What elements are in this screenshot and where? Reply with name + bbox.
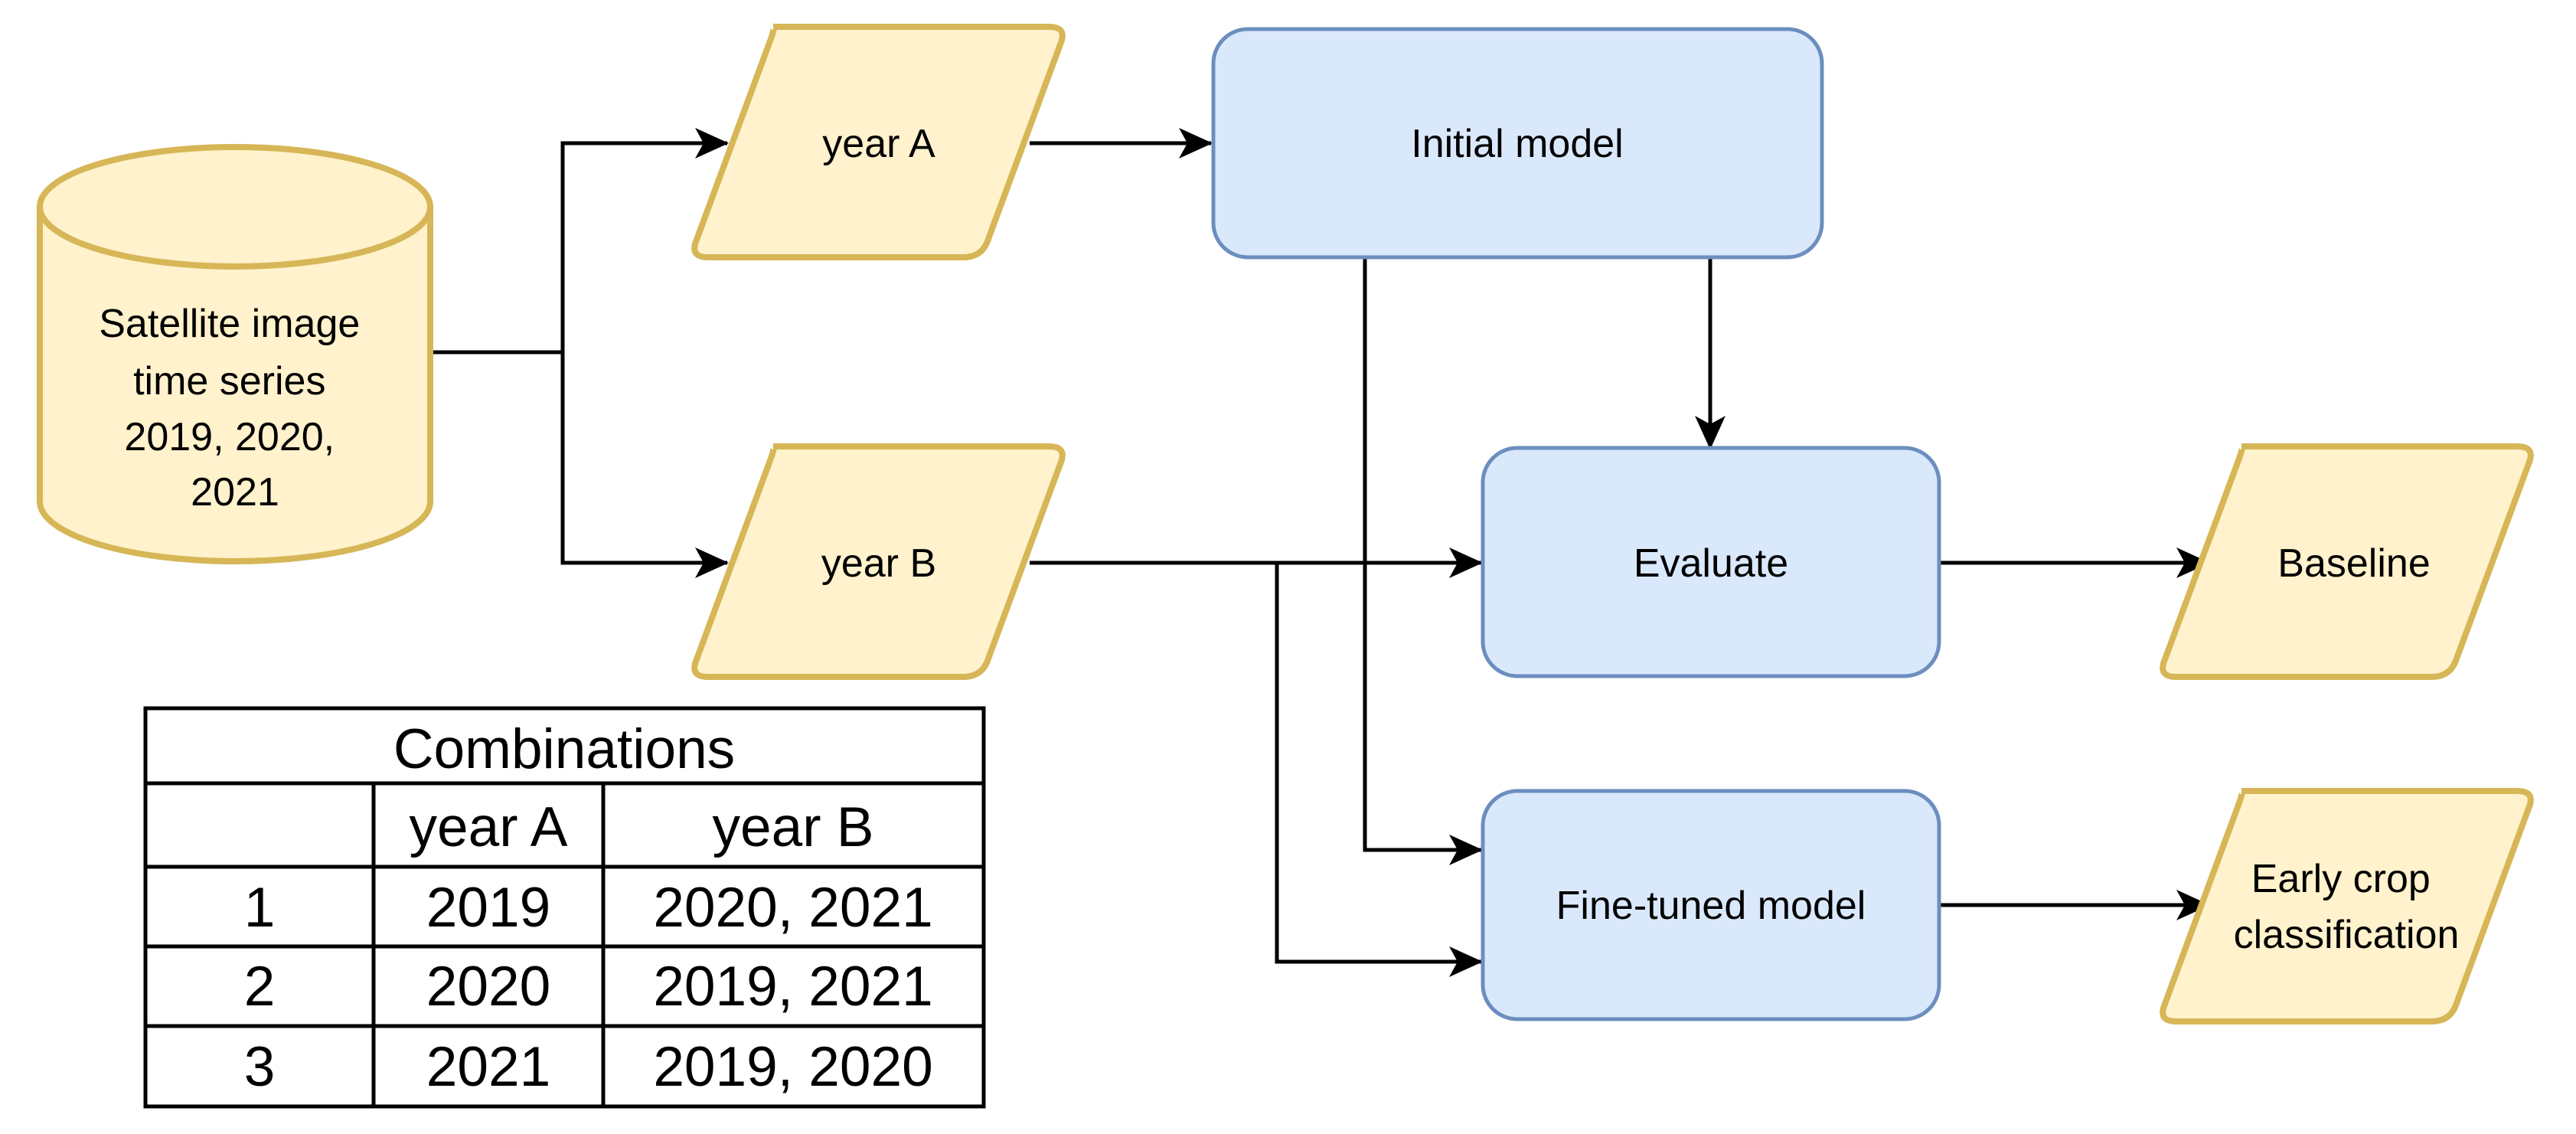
database-label-line-4: 2021: [191, 470, 279, 515]
combinations-table: Combinations year A year B 1 2019 2020, …: [143, 706, 986, 1109]
database-cylinder-top: [37, 144, 433, 270]
database-label-line-1: Satellite image: [99, 302, 360, 346]
early-crop-label-line-2: classification: [2234, 913, 2460, 957]
evaluate-label: Evaluate: [1634, 541, 1788, 586]
initial-model-node: Initial model: [1211, 27, 1824, 260]
year-b-label: year B: [821, 541, 936, 586]
database-label-line-2: time series: [133, 359, 325, 404]
initial-model-box: [1211, 27, 1824, 260]
baseline-node: Baseline: [2160, 443, 2534, 680]
table-cell: 2020, 2021: [653, 877, 932, 939]
edge-initial-model-fine-tuned: [1363, 259, 1483, 865]
table-cell: 2019, 2020: [653, 1036, 932, 1098]
table-cell: 2: [244, 956, 276, 1018]
satellite-database-node: Satellite image time series 2019, 2020, …: [37, 144, 433, 564]
evaluate-node: Evaluate: [1481, 446, 1941, 678]
edge-to-year-b: [560, 352, 729, 578]
table-border: [143, 706, 986, 1109]
svg-text:Early crop classificatio: Early crop classification: [2234, 857, 2460, 957]
fine-tuned-model-node: Fine-tuned model: [1481, 789, 1941, 1021]
table-cell: 1: [244, 877, 276, 939]
baseline-label: Baseline: [2277, 541, 2430, 586]
edge-to-year-a: [560, 128, 729, 352]
evaluate-box: [1481, 446, 1941, 678]
table-title: Combinations: [393, 718, 735, 780]
year-b-shape: [691, 443, 1066, 680]
table-cell: 2019, 2021: [653, 956, 932, 1018]
table-header-year-a: year A: [410, 796, 568, 858]
year-b-node: year B: [691, 443, 1066, 680]
early-crop-shape: [2160, 788, 2534, 1025]
edges: [430, 128, 2210, 977]
initial-model-label: Initial model: [1411, 122, 1623, 166]
fine-tuned-model-box: [1481, 789, 1941, 1021]
table-header-year-b: year B: [713, 796, 874, 858]
baseline-shape: [2160, 443, 2534, 680]
table-cell: 2021: [426, 1036, 550, 1098]
database-cylinder-body: [37, 207, 433, 564]
table-cell: 3: [244, 1036, 276, 1098]
year-a-shape: [691, 24, 1066, 260]
svg-text:Satellite image time ser: Satellite image time series 2019, 2020, …: [99, 302, 371, 515]
year-a-node: year A: [691, 24, 1066, 260]
year-a-label: year A: [822, 122, 935, 166]
edge-year-b-fine-tuned: [1275, 563, 1483, 977]
table-cell: 2019: [426, 877, 550, 939]
database-label-line-3: 2019, 2020,: [124, 415, 335, 459]
early-crop-label-line-1: Early crop: [2251, 857, 2431, 901]
fine-tuned-model-label: Fine-tuned model: [1556, 884, 1866, 928]
early-crop-node: Early crop classification: [2160, 788, 2534, 1025]
table-cell: 2020: [426, 956, 550, 1018]
